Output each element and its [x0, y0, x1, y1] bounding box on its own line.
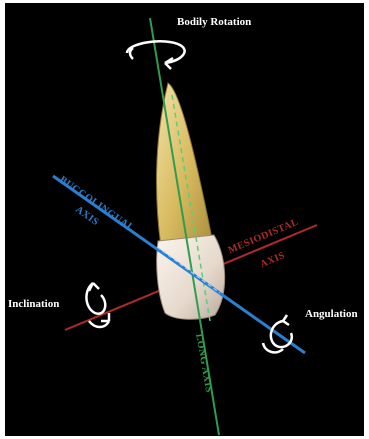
- inclination-label: Inclination: [8, 299, 59, 310]
- angulation-label: Angulation: [305, 309, 358, 320]
- rotation-arrow-icon: [86, 283, 109, 327]
- tooth-crown: [157, 235, 225, 319]
- diagram-canvas: Bodily Rotation BUCCOLINGUAL AXIS MESIOD…: [5, 3, 364, 436]
- bodily-rotation-label: Bodily Rotation: [177, 17, 251, 28]
- tooth-diagram: [5, 3, 364, 436]
